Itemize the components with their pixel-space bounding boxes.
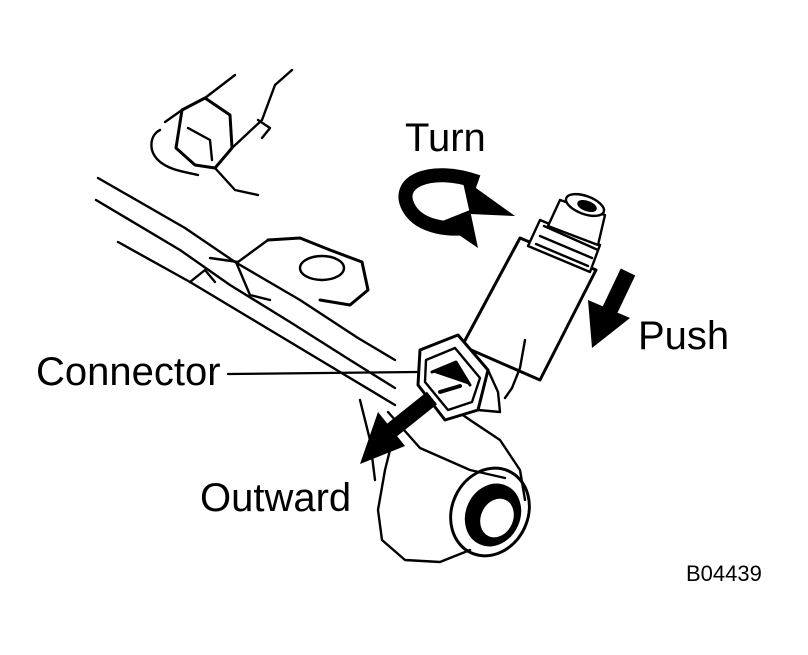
upper-clip: [150, 68, 294, 197]
mount-boss: [208, 236, 370, 307]
push-label: Push: [638, 314, 730, 358]
connector-label: Connector: [36, 350, 221, 394]
connector-leader-line: [226, 370, 420, 376]
injector-connector: [416, 333, 502, 422]
outward-arrow-icon: [360, 391, 437, 464]
fuel-rail: [94, 176, 527, 564]
figure-code: B04439: [686, 561, 762, 586]
turn-label: Turn: [405, 116, 486, 160]
turn-arrow-icon: [398, 168, 515, 248]
rail-end-cap: [449, 466, 531, 558]
injector-body: [460, 192, 607, 400]
push-arrow-icon: [588, 268, 636, 348]
outward-label: Outward: [200, 476, 352, 520]
